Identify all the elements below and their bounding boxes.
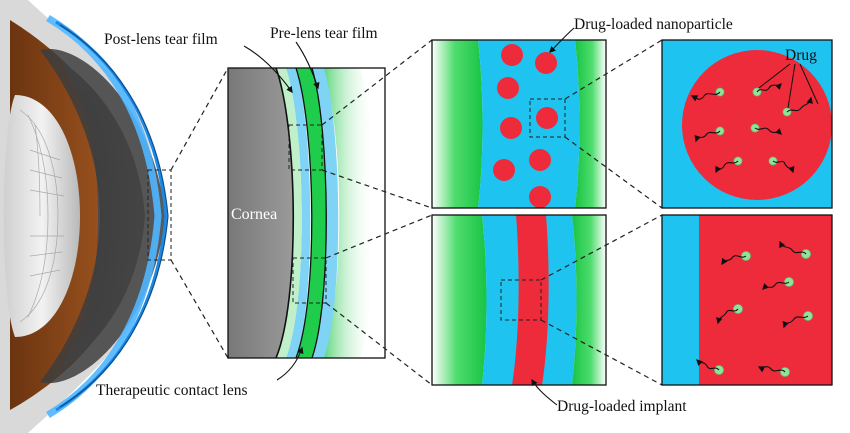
pre-lens-tear-film-label: Pre-lens tear film [270, 25, 378, 42]
drug-implant [512, 215, 549, 385]
single-nanoparticle-inset-box [529, 98, 566, 138]
therapeutic-contact-lens-label: Therapeutic contact lens [96, 382, 247, 399]
cornea-label: Cornea [231, 206, 277, 223]
nanoparticles [493, 44, 558, 208]
drug-loaded-nanoparticle-label: Drug-loaded nanoparticle [574, 16, 733, 33]
eye-cross-section [0, 0, 169, 433]
implant-inset-box [292, 257, 327, 304]
drug-loaded-implant-label: Drug-loaded implant [557, 398, 687, 415]
drug-label: Drug [785, 47, 817, 64]
implant-lens-panel [432, 215, 606, 385]
nanoparticle-detail-panel [662, 40, 832, 208]
cornea-lens-panel [228, 68, 385, 358]
implant-detail-inset-box [500, 279, 542, 321]
nanoparticle-inset-box [288, 124, 323, 171]
implant-detail-panel [662, 215, 832, 385]
nanoparticle-lens-panel [432, 40, 606, 208]
post-lens-tear-film-label: Post-lens tear film [104, 31, 218, 48]
